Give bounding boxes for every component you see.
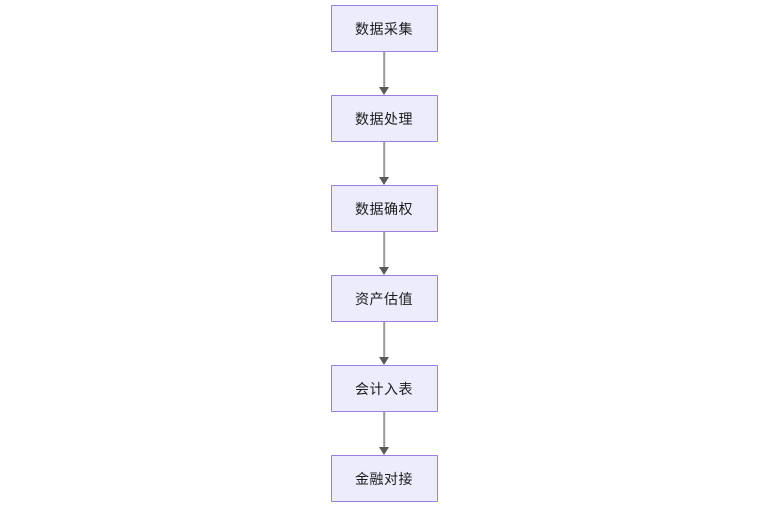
flow-edge-3 bbox=[378, 232, 390, 275]
flow-node-label: 资产估值 bbox=[355, 290, 413, 307]
edge-line bbox=[383, 232, 385, 268]
edge-line bbox=[383, 412, 385, 448]
flow-node-label: 数据处理 bbox=[355, 110, 413, 127]
arrow-down-icon bbox=[379, 87, 389, 95]
arrow-down-icon bbox=[379, 177, 389, 185]
flow-edge-2 bbox=[378, 142, 390, 185]
flow-node-label: 数据确权 bbox=[355, 200, 413, 217]
edge-line bbox=[383, 142, 385, 178]
arrow-down-icon bbox=[379, 357, 389, 365]
arrow-down-icon bbox=[379, 267, 389, 275]
flow-node-data-collection[interactable]: 数据采集 bbox=[330, 5, 438, 52]
flow-node-data-rights-confirmation[interactable]: 数据确权 bbox=[330, 185, 438, 232]
flow-edge-1 bbox=[378, 52, 390, 95]
flow-node-financial-integration[interactable]: 金融对接 bbox=[330, 455, 438, 502]
flow-node-label: 会计入表 bbox=[355, 380, 413, 397]
flow-node-accounting-entry[interactable]: 会计入表 bbox=[330, 365, 438, 412]
edge-line bbox=[383, 322, 385, 358]
edge-line bbox=[383, 52, 385, 88]
flow-node-data-processing[interactable]: 数据处理 bbox=[330, 95, 438, 142]
arrow-down-icon bbox=[379, 447, 389, 455]
flow-node-asset-valuation[interactable]: 资产估值 bbox=[330, 275, 438, 322]
flow-node-label: 金融对接 bbox=[355, 470, 413, 487]
flow-edge-4 bbox=[378, 322, 390, 365]
flow-edge-5 bbox=[378, 412, 390, 455]
flow-node-label: 数据采集 bbox=[355, 20, 413, 37]
